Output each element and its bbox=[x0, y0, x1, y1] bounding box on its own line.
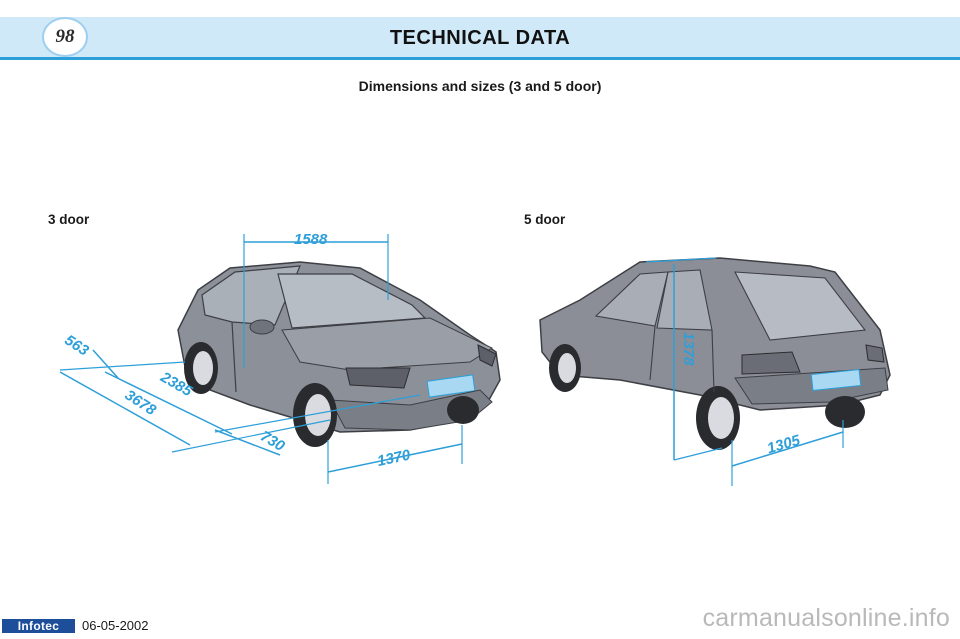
footer-date: 06-05-2002 bbox=[82, 618, 149, 633]
three-door-label: 3 door bbox=[48, 212, 90, 227]
page-title: TECHNICAL DATA bbox=[389, 27, 571, 49]
dim-line-1370 bbox=[327, 443, 463, 473]
dim-ext-1378-top bbox=[645, 257, 717, 263]
header-rule bbox=[0, 57, 960, 60]
dim-line-2385 bbox=[104, 371, 233, 435]
dim-ext-3678 bbox=[171, 419, 331, 453]
section-subtitle: Dimensions and sizes (3 and 5 door) bbox=[358, 78, 602, 94]
dim-ext-1305-left bbox=[673, 447, 723, 461]
five-door-dimension-lines: 1378 1305 bbox=[645, 257, 844, 486]
dim-label-1588: 1588 bbox=[294, 231, 328, 248]
dim-label-1378: 1378 bbox=[680, 332, 697, 366]
header-band bbox=[0, 17, 960, 57]
dim-line-563 bbox=[92, 349, 119, 379]
dim-line-1305 bbox=[731, 431, 844, 467]
dim-ext-563 bbox=[59, 361, 186, 371]
dim-ext-730 bbox=[214, 394, 421, 433]
dim-label-1305: 1305 bbox=[765, 432, 802, 458]
three-door-car bbox=[177, 261, 501, 447]
infotec-logo: Infotec bbox=[2, 619, 75, 633]
dim-line-730 bbox=[214, 429, 281, 456]
watermark: carmanualsonline.info bbox=[702, 604, 950, 632]
five-door-car bbox=[539, 257, 891, 450]
five-door-label: 5 door bbox=[524, 212, 566, 227]
dim-label-1370: 1370 bbox=[376, 446, 413, 470]
page-number: 98 bbox=[42, 17, 88, 57]
dim-line-3678 bbox=[59, 371, 191, 446]
